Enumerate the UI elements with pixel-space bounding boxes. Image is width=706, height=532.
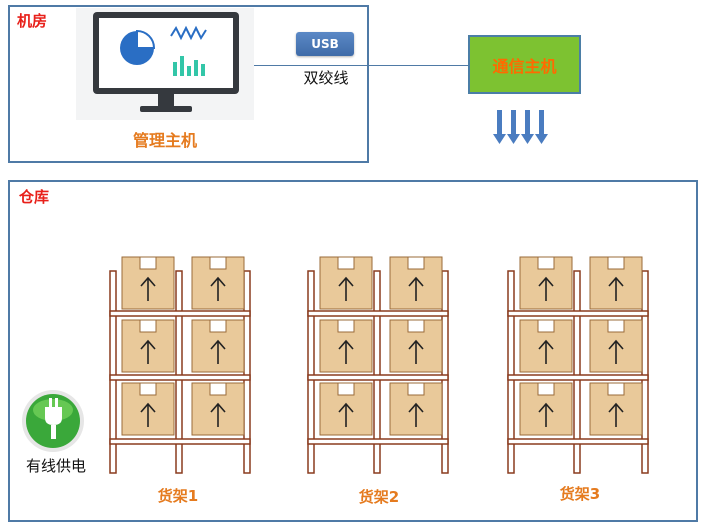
rack-shelf: [307, 310, 449, 317]
cargo-box: [389, 319, 443, 373]
management-host-label: 管理主机: [132, 131, 197, 150]
rack-label-3: 货架3: [559, 485, 601, 503]
rack-post: [573, 270, 581, 474]
cargo-box: [191, 256, 245, 310]
management-host: [76, 8, 254, 120]
arrow-down-icon: [493, 110, 548, 144]
rack-shelf: [507, 310, 649, 317]
communication-host-label: 通信主机: [492, 56, 557, 76]
rack-post: [175, 270, 183, 474]
rack-post: [373, 270, 381, 474]
cargo-box: [121, 256, 175, 310]
power-plug-icon: [22, 390, 84, 452]
cargo-box: [191, 382, 245, 436]
rack-2: [307, 256, 449, 474]
warehouse-title: 仓库: [19, 188, 50, 206]
cargo-box: [121, 382, 175, 436]
cargo-box: [519, 256, 573, 310]
rack-post: [109, 270, 117, 474]
rack-shelf: [307, 438, 449, 445]
monitor-icon: [93, 12, 239, 112]
cargo-box: [191, 319, 245, 373]
connection-cable: [254, 65, 468, 66]
cargo-box: [589, 319, 643, 373]
rack-post: [507, 270, 515, 474]
rack-shelf: [307, 374, 449, 381]
usb-badge: USB: [296, 32, 354, 56]
cargo-box: [319, 256, 373, 310]
cargo-box: [319, 382, 373, 436]
rack-shelf: [109, 438, 251, 445]
rack-label-2: 货架2: [358, 488, 400, 506]
rack-shelf: [507, 374, 649, 381]
cargo-box: [319, 319, 373, 373]
rack-shelf: [109, 374, 251, 381]
cargo-box: [519, 319, 573, 373]
server-room-title: 机房: [17, 12, 48, 30]
rack-shelf: [507, 438, 649, 445]
rack-1: [109, 256, 251, 474]
cargo-box: [389, 256, 443, 310]
communication-host: 通信主机: [468, 35, 581, 94]
rack-shelf: [109, 310, 251, 317]
cargo-box: [589, 256, 643, 310]
cable-label: 双绞线: [303, 69, 349, 87]
rack-post: [307, 270, 315, 474]
cargo-box: [589, 382, 643, 436]
rack-3: [507, 256, 649, 474]
cargo-box: [121, 319, 175, 373]
cargo-box: [519, 382, 573, 436]
cargo-box: [389, 382, 443, 436]
power-label: 有线供电: [25, 457, 86, 475]
rack-label-1: 货架1: [157, 487, 199, 505]
